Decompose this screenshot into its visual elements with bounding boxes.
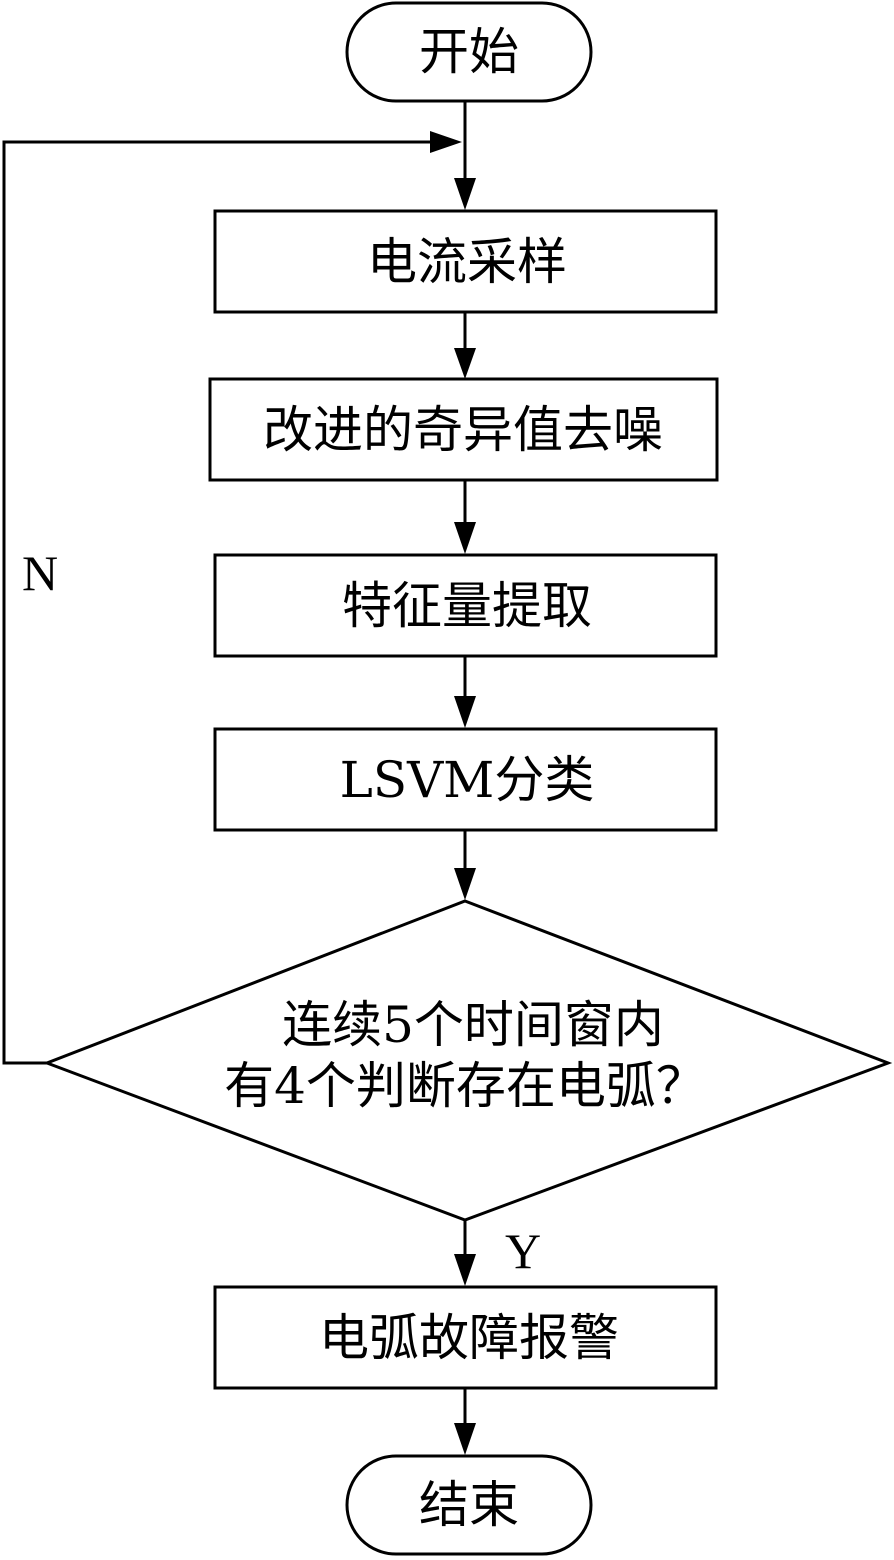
step-feature-extraction-label: 特征量提取: [342, 577, 592, 635]
arrow-feature-to-lsvm: [454, 656, 476, 728]
step-lsvm-classification: LSVM分类: [213, 727, 718, 832]
arrow-sampling-to-denoise: [454, 312, 476, 379]
arrow-decision-to-alarm: [454, 1220, 476, 1286]
step-arc-fault-alarm: 电弧故障报警: [213, 1285, 718, 1390]
step-current-sampling-label: 电流采样: [367, 233, 567, 291]
step-feature-extraction: 特征量提取: [213, 553, 718, 658]
step-current-sampling: 电流采样: [213, 209, 718, 314]
step-lsvm-classification-label: LSVM分类: [340, 751, 595, 809]
arrow-denoise-to-feature: [454, 480, 476, 554]
branch-yes-label: Y: [505, 1223, 541, 1279]
start-node: 开始: [345, 1, 593, 103]
start-label: 开始: [419, 23, 519, 81]
end-node: 结束: [345, 1454, 593, 1556]
step-svd-denoise: 改进的奇异值去噪: [208, 377, 719, 482]
decision-label-line1: 连续5个时间窗内: [282, 996, 664, 1054]
arrow-alarm-to-end: [454, 1388, 476, 1455]
end-label: 结束: [419, 1476, 519, 1534]
arrow-lsvm-to-decision: [454, 830, 476, 900]
decision-label-line2: 有4个判断存在电弧？: [224, 1057, 706, 1115]
arrow-start-to-sampling: [454, 101, 476, 210]
arrow-loop-back-no: [2, 131, 462, 1065]
decision-arc-check: 连续5个时间窗内 有4个判断存在电弧？: [42, 899, 893, 1222]
step-arc-fault-alarm-label: 电弧故障报警: [319, 1309, 619, 1367]
branch-no-label: N: [22, 545, 58, 601]
step-svd-denoise-label: 改进的奇异值去噪: [263, 401, 663, 459]
